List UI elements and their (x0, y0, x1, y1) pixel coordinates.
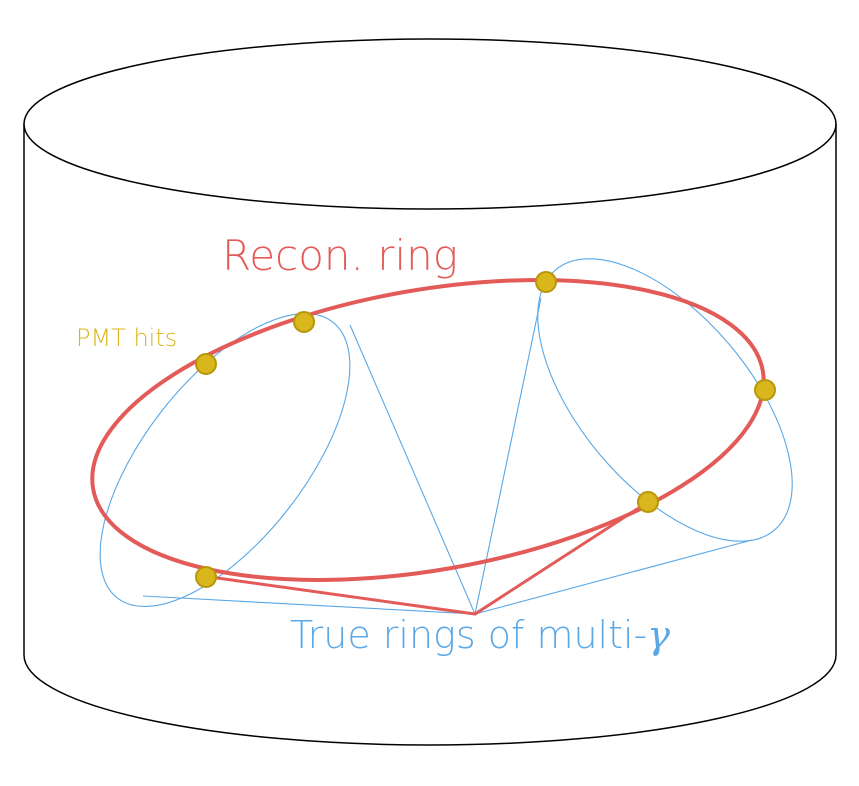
recon-ring-label: Recon. ring (222, 231, 459, 280)
pmt-hit (754, 379, 776, 401)
true-rings (99, 258, 793, 615)
true-rings-text: True rings of multi- (290, 613, 648, 657)
tank-top-ellipse (23, 38, 837, 210)
pmt-hit (637, 491, 659, 513)
gamma-symbol: γ (647, 613, 670, 657)
pmt-hits-label: PMT hits (76, 324, 178, 352)
cylinder-tank (23, 38, 837, 746)
pmt-hit (195, 353, 217, 375)
true-cone-lines (142, 297, 753, 615)
true-ring-right (537, 258, 793, 542)
pmt-hit (293, 311, 315, 333)
pmt-hits (195, 271, 776, 588)
tank-bottom-arc (23, 654, 837, 746)
true-rings-label: True rings of multi-γ (290, 613, 670, 657)
pmt-hit (195, 566, 217, 588)
recon-cone-lines (209, 500, 649, 616)
recon-ring-ellipse (90, 278, 766, 582)
true-ring-left (99, 313, 351, 607)
pmt-hit (535, 271, 557, 293)
recon-ring (90, 278, 766, 616)
